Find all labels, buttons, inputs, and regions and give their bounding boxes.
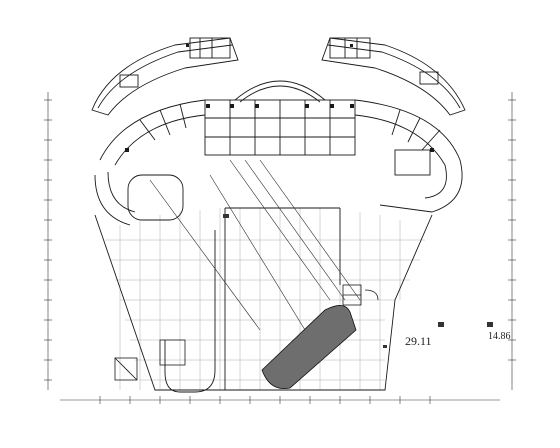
middle-right-wing: [354, 99, 463, 213]
hatched-ramp: [261, 305, 357, 389]
central-arch-block: [204, 80, 356, 156]
bottom-dimension-ticks: [60, 396, 500, 404]
elevation-label-right: 14.86: [488, 331, 511, 342]
upper-left-wing: [91, 37, 239, 116]
lower-left-detail: [114, 339, 186, 381]
diagonal-ramp-lines: [149, 159, 361, 331]
elevation-label-left: 29.11: [405, 334, 432, 348]
main-floor-outline: [94, 207, 433, 393]
lower-right-core: [342, 284, 379, 306]
column-grid: [105, 208, 425, 390]
stair-cores: [125, 44, 434, 152]
upper-right-wing: [321, 37, 466, 116]
middle-left-wing: [94, 99, 206, 226]
small-markers: [223, 214, 493, 348]
right-dimension-ticks: [508, 92, 516, 390]
left-dimension-ticks: [44, 92, 52, 390]
